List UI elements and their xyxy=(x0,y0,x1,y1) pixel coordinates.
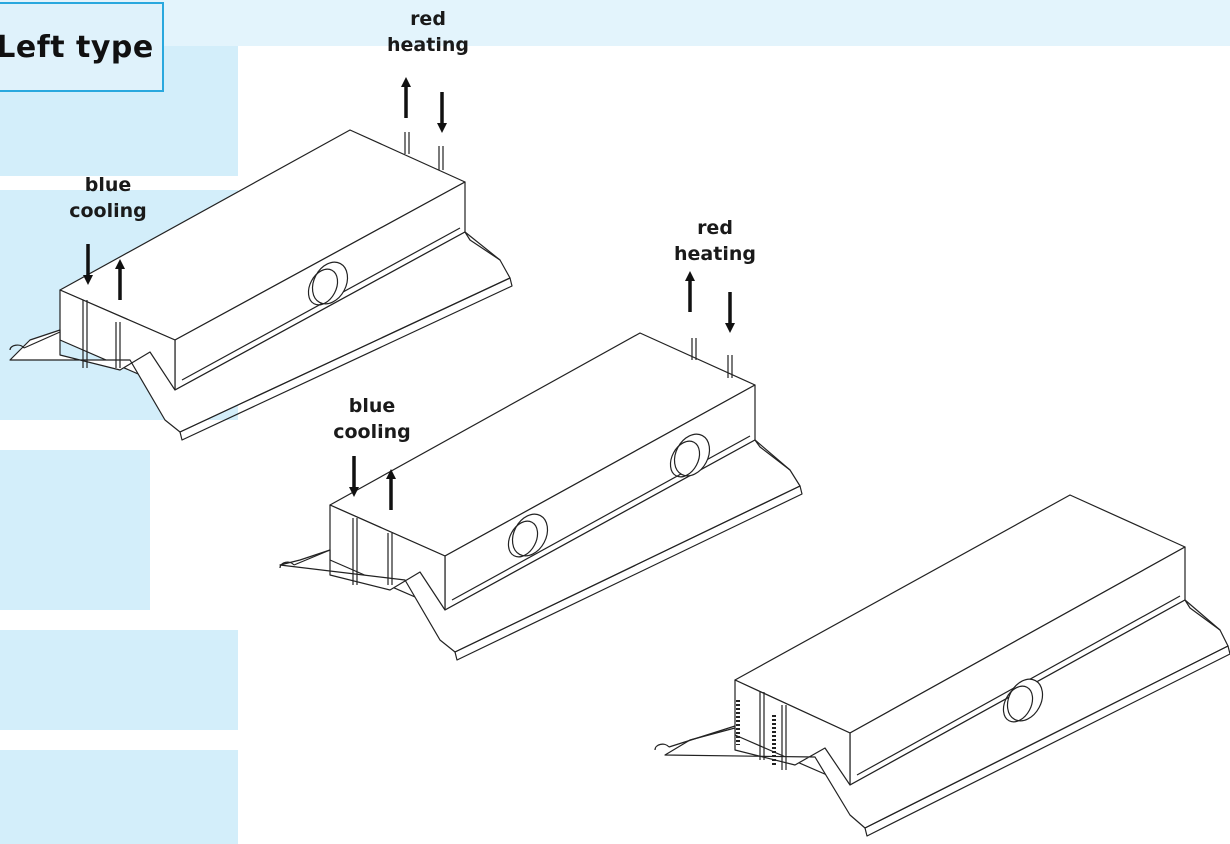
cooling-label-mode: cooling xyxy=(69,200,147,222)
heating-label-mode: heating xyxy=(387,34,469,56)
cooling-label-color: blue xyxy=(84,174,132,196)
unit-1-drawing xyxy=(9,129,513,441)
top-band xyxy=(0,0,1230,46)
left-band-3 xyxy=(0,450,150,610)
unit-3-drawing xyxy=(654,494,1230,837)
cooling-label-mode: cooling xyxy=(333,421,411,443)
heating-label-color: red xyxy=(410,8,446,30)
heating-label-mode: heating xyxy=(674,243,756,265)
unit-1-heating-label: red heating xyxy=(383,6,473,58)
cooling-label-color: blue xyxy=(348,395,396,417)
unit-1-cooling-label: blue cooling xyxy=(58,172,158,224)
title-box: Left type xyxy=(0,2,164,92)
unit-2-drawing xyxy=(279,332,803,661)
page-title: Left type xyxy=(0,29,154,65)
heating-label-color: red xyxy=(697,217,733,239)
flow-arrows xyxy=(83,77,735,510)
left-band-5 xyxy=(0,750,238,844)
unit-2-cooling-label: blue cooling xyxy=(322,393,422,445)
left-band-4 xyxy=(0,630,238,730)
unit-2-heating-label: red heating xyxy=(670,215,760,267)
